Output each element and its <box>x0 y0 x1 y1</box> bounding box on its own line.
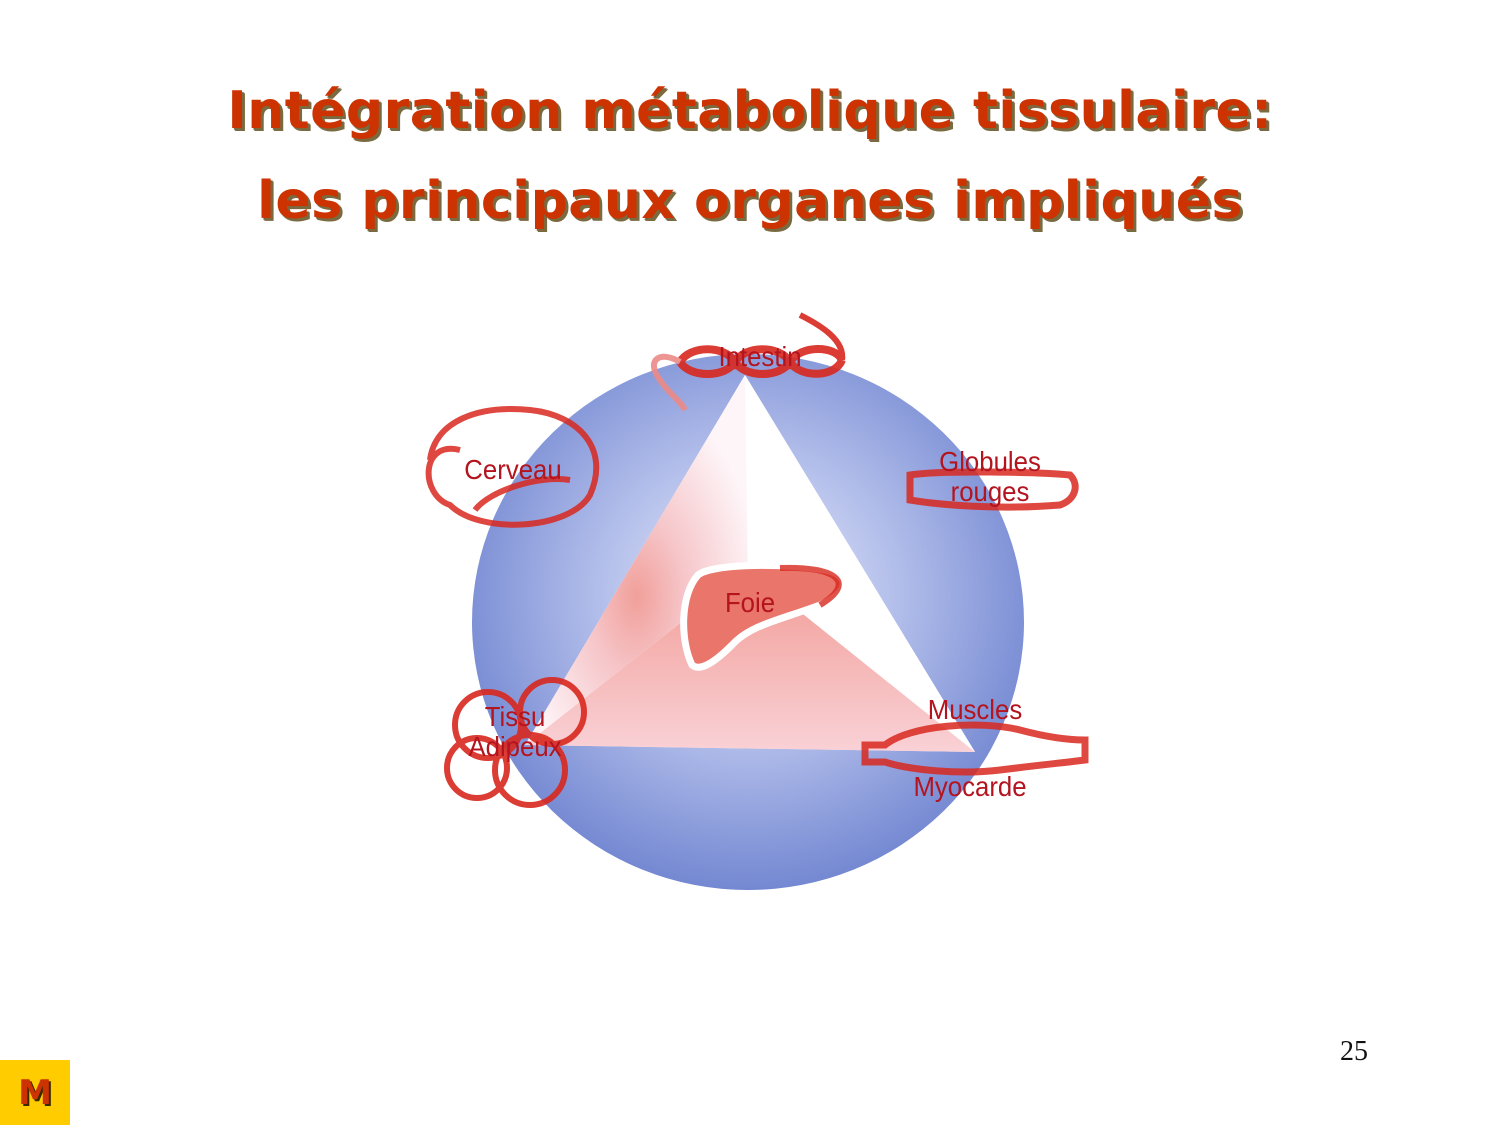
tissu-label-line1: Tissu <box>484 701 546 732</box>
globules-label-line1: Globules <box>939 446 1041 477</box>
tissu-label-line2: Adipeux <box>468 731 562 762</box>
muscles-label: Muscles <box>927 694 1023 725</box>
red-blood-cell-icon <box>906 468 1079 511</box>
diagram-graphic <box>425 312 1089 890</box>
globules-rouges-label: Globules rouges <box>926 447 1055 507</box>
adipose-tissue-icon <box>444 677 587 808</box>
intestine-icon <box>651 312 846 412</box>
foie-label: Foie <box>724 587 776 618</box>
page-number: 25 <box>1340 1036 1368 1067</box>
title-line-1: Intégration métabolique tissulaire: <box>227 81 1273 141</box>
m-badge-label: M <box>18 1072 52 1113</box>
m-badge: M <box>0 1060 70 1125</box>
organ-integration-diagram: Intestin Cerveau Globules rouges Foie Ti… <box>380 300 1100 930</box>
title-line-2: les principaux organes impliqués <box>257 171 1243 231</box>
tissu-adipeux-label: Tissu Adipeux <box>455 702 575 762</box>
myocarde-label: Myocarde <box>913 771 1027 802</box>
muscle-icon <box>861 721 1089 776</box>
cerveau-label: Cerveau <box>464 454 562 485</box>
brain-icon <box>425 406 600 528</box>
intestin-label: Intestin <box>718 341 802 372</box>
slide-title: Intégration métabolique tissulaire: les … <box>0 66 1500 246</box>
globules-label-line2: rouges <box>950 476 1030 507</box>
